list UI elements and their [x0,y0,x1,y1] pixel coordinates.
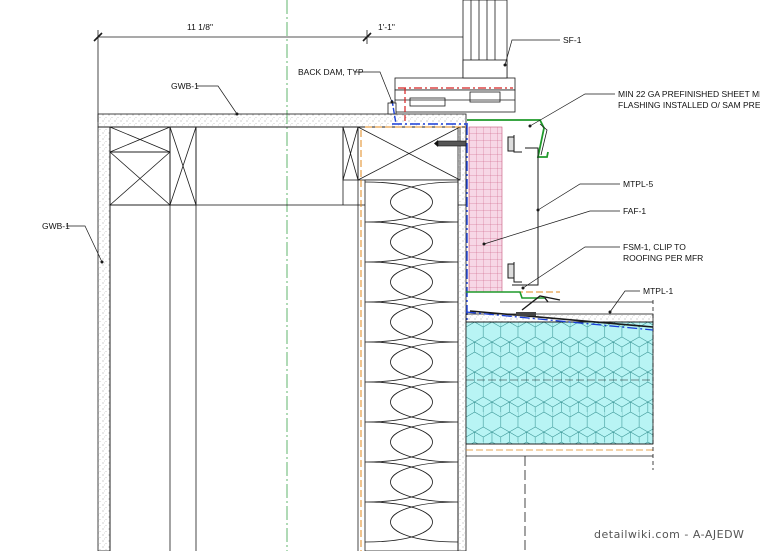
back-dam-block [387,102,397,115]
fsm-clip-black [521,295,561,311]
label-mtpl5: MTPL-5 [623,179,654,189]
leader-lines [66,39,640,313]
firestop-grid-fill [468,126,503,293]
dimension-right-text: 1'-1" [378,22,395,32]
label-sf1: SF-1 [563,35,582,45]
watermark: detailwiki.com - A-AJEDW [594,528,744,541]
label-faf1: FAF-1 [623,206,646,216]
fastener-screw [434,140,467,147]
label-fsm1-line1: FSM-1, CLIP TO [623,242,686,252]
label-gwb1-left: GWB-1 [42,221,70,231]
flashing-black-outline [539,123,548,156]
fsm-clip-base [516,312,536,316]
header-framing [109,126,467,551]
label-flashing-line1: MIN 22 GA PREFINISHED SHEET METAL [618,89,760,99]
fsm-clip-green [466,291,545,299]
back-dam-blue [391,99,397,125]
dimension-left-text: 11 1/8" [187,22,213,32]
leader-arrowheads [100,63,612,314]
label-fsm1-line2: ROOFING PER MFR [623,253,703,263]
label-mtpl1: MTPL-1 [643,286,674,296]
gwb-left-panel [97,126,111,551]
metal-panel-mtpl5 [507,135,539,286]
exterior-sheathing [457,126,467,551]
label-back-dam: BACK DAM, TYP [298,67,364,77]
rigid-insulation [465,321,654,445]
batt-insulation [364,179,459,551]
label-gwb1-top: GWB-1 [171,81,199,91]
gwb-top-panel [97,113,467,128]
sheet-metal-flashing [467,119,549,158]
roof-deck [466,300,654,551]
label-flashing-line2: FLASHING INSTALLED O/ SAM PRESTRIP [618,100,760,110]
storefront-frame [394,0,516,113]
